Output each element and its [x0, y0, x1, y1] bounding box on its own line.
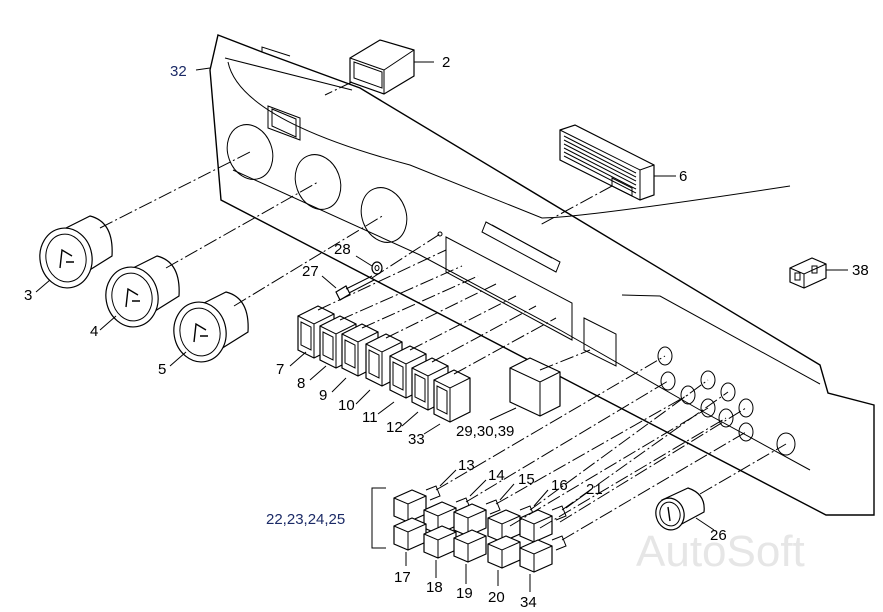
part-6-vent [539, 124, 655, 226]
leader-lines [35, 61, 848, 592]
gauge-3 [39, 215, 113, 289]
callout-11: 11 [362, 409, 378, 426]
callout-20: 20 [488, 589, 505, 606]
callout-27: 27 [302, 263, 319, 280]
part-26-socket [655, 443, 787, 531]
callout-33: 33 [408, 431, 425, 448]
callout-9: 9 [319, 387, 327, 404]
callout-34: 34 [520, 594, 537, 611]
part-27-screw [335, 233, 441, 301]
rocker-switch-row [297, 249, 557, 423]
callout-3: 3 [24, 287, 32, 304]
callout-4: 4 [90, 323, 98, 340]
gauge-center-lines [99, 151, 385, 307]
lower-switch-15 [453, 499, 501, 537]
callout-38: 38 [852, 262, 869, 279]
callout-29-30-39: 29,30,39 [456, 423, 514, 440]
lower-switch-18 [423, 525, 457, 559]
callout-5: 5 [158, 361, 166, 378]
gauge-5 [173, 291, 249, 363]
callout-7: 7 [276, 361, 284, 378]
callout-19: 19 [456, 585, 473, 602]
callout-13: 13 [458, 457, 475, 474]
watermark: AutoSoft [636, 527, 805, 576]
callout-26: 26 [710, 527, 727, 544]
part-38-connector [789, 257, 827, 289]
lower-switch-bank [371, 355, 747, 573]
lower-switch-21 [519, 505, 567, 543]
switch-lines [317, 249, 557, 375]
callout-8: 8 [297, 375, 305, 392]
part-28-nut [371, 231, 443, 275]
callout-15: 15 [518, 471, 535, 488]
lower-switch-17 [393, 517, 427, 551]
lower-switch-20 [487, 535, 521, 569]
callout-21: 21 [586, 481, 603, 498]
callout-14: 14 [488, 467, 505, 484]
callout-18: 18 [426, 579, 443, 596]
callout-22-23-24-25: 22,23,24,25 [266, 511, 345, 528]
gauge-4 [105, 255, 180, 328]
lower-switch-34 [519, 535, 567, 573]
callout-2: 2 [442, 54, 450, 71]
callout-10: 10 [338, 397, 355, 414]
callout-12: 12 [386, 419, 403, 436]
switch-33 [433, 369, 471, 423]
callout-28: 28 [334, 241, 351, 258]
callout-17: 17 [394, 569, 411, 586]
callout-32: 32 [170, 63, 187, 80]
callout-6: 6 [679, 168, 687, 185]
callout-16: 16 [551, 477, 568, 494]
part-2-bezel [324, 39, 415, 96]
dashboard-panel [209, 34, 875, 516]
callout-labels: 32 2 6 38 3 4 5 28 27 7 8 9 10 11 12 33 … [24, 54, 869, 611]
lower-switch-19 [453, 529, 487, 563]
part-29-module [509, 349, 591, 417]
